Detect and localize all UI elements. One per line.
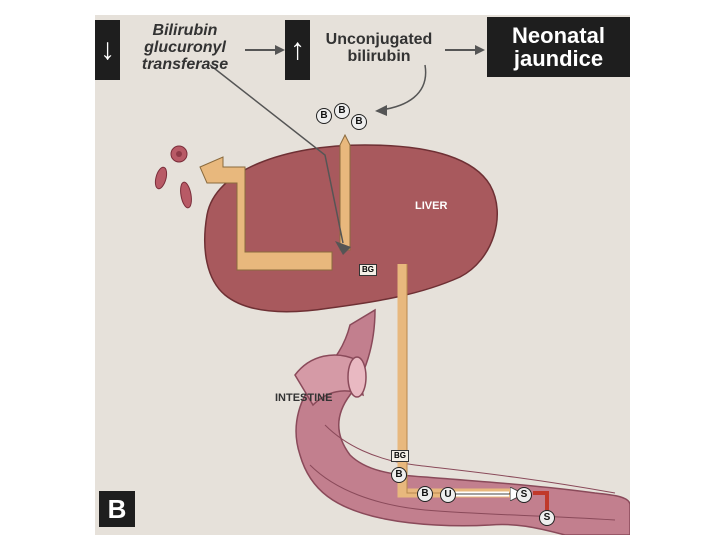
bilirubin-callout-arrow <box>379 64 427 111</box>
enzyme-down-arrow-icon: ↓ <box>95 20 120 80</box>
bilirubin-metabolism-figure: ↓ Bilirubin glucuronyl transferase ↑ Unc… <box>95 15 630 535</box>
bilirubin-bubble: B <box>351 114 367 130</box>
liver-shape <box>204 144 498 313</box>
diagram-drawing <box>154 45 630 535</box>
bilirubin-glucuronide-tag: BG <box>391 450 409 462</box>
bilirubin-bubble: B <box>391 467 407 483</box>
bilirubin-release-path <box>339 133 351 251</box>
enzyme-label: Bilirubin glucuronyl transferase <box>141 21 229 73</box>
panel-letter: B <box>99 491 135 527</box>
stercobilin-path <box>533 491 549 515</box>
stercobilin-bubble: S <box>516 487 532 503</box>
intestine-label: INTESTINE <box>275 392 333 404</box>
bilirubin-intake-path <box>199 156 333 271</box>
bilirubin-label: Unconjugated bilirubin <box>325 30 433 65</box>
bilirubin-bubble: B <box>417 486 433 502</box>
urobilinogen-bubble: U <box>440 487 456 503</box>
bile-duct-path <box>397 264 515 498</box>
outcome-box: Neonatal jaundice <box>487 17 630 77</box>
bilirubin-up-arrow-icon: ↑ <box>285 20 310 80</box>
red-blood-cells <box>154 145 192 209</box>
enzyme-callout-arrow <box>209 64 344 244</box>
intestine-shape <box>294 308 630 535</box>
stercobilin-bubble: S <box>539 510 555 526</box>
liver-label: LIVER <box>415 200 448 212</box>
bilirubin-bubble: B <box>316 108 332 124</box>
bilirubin-bubble: B <box>334 103 350 119</box>
bilirubin-glucuronide-tag: BG <box>359 264 377 276</box>
